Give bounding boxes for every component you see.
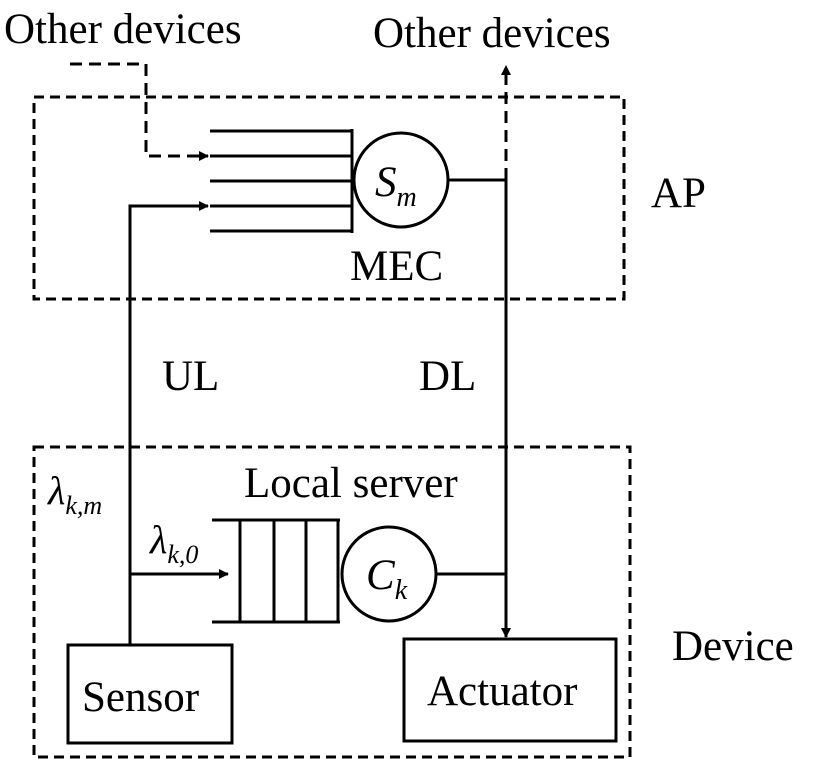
ul-label: UL (162, 353, 219, 400)
ap-box (32, 95, 626, 301)
sensor-box (66, 643, 234, 745)
local-queue (212, 518, 340, 624)
other-devices-input-line (70, 62, 209, 161)
device-box (32, 445, 632, 759)
mec-label: MEC (350, 243, 443, 290)
ap-label: AP (651, 170, 706, 217)
other-devices-right-label: Other devices (373, 10, 611, 57)
lambda-k0-symbol: λk,0 (149, 517, 198, 569)
dl-label: DL (419, 353, 476, 400)
uplink-line (128, 201, 209, 645)
s-m-symbol: Sm (375, 159, 417, 213)
c-k-symbol: Ck (366, 552, 408, 606)
mec-queue (210, 129, 354, 233)
sensor-label: Sensor (82, 674, 199, 721)
actuator-box (402, 637, 618, 743)
device-label: Device (672, 623, 794, 670)
actuator-label: Actuator (427, 668, 577, 715)
local-server-label: Local server (244, 460, 458, 507)
other-devices-left-label: Other devices (4, 6, 242, 53)
lambda-km-symbol: λk,m (47, 468, 102, 520)
